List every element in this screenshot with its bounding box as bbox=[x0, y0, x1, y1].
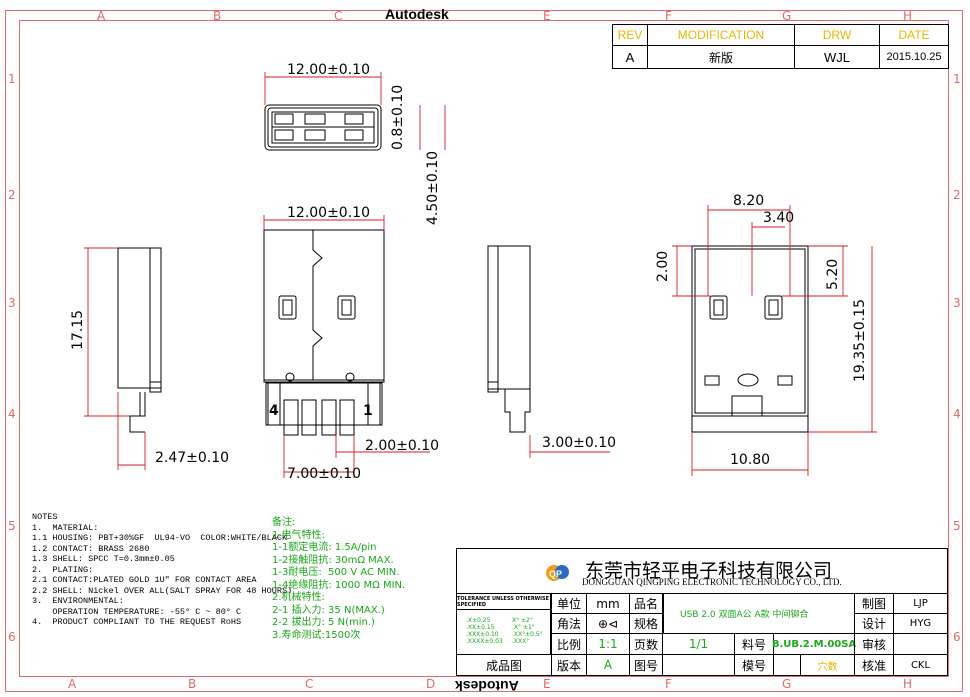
dim-pitch-a: 7.00±0.10 bbox=[287, 466, 362, 482]
spec-label: 规格 bbox=[629, 613, 663, 634]
zone-row-6-right: 6 bbox=[953, 630, 961, 644]
tolerance-angular: X° ±2° .X° ±1° .XX°±0.5° .XXX° bbox=[512, 617, 543, 645]
zone-col-c-bottom: C bbox=[305, 677, 314, 691]
zone-col-f: F bbox=[665, 9, 672, 23]
drawing-number-label: 图号 bbox=[629, 654, 663, 676]
zone-row-4: 4 bbox=[8, 407, 16, 421]
dim-rear-width: 10.80 bbox=[730, 452, 771, 468]
dim-top-h1: 0.8±0.10 bbox=[390, 84, 406, 150]
unit-label: 单位 bbox=[551, 593, 587, 614]
rear-view bbox=[691, 245, 809, 433]
version-label: 版本 bbox=[551, 654, 587, 676]
zone-col-f-bottom: F bbox=[665, 677, 672, 691]
header-label: Autodesk bbox=[385, 6, 449, 22]
design-label: 设计 bbox=[854, 613, 894, 634]
dim-820: 8.20 bbox=[733, 193, 765, 209]
dim-200: 2.00 bbox=[655, 250, 671, 282]
version-value: A bbox=[586, 654, 630, 676]
outer-frame bbox=[5, 10, 963, 692]
dim-front-width: 12.00±0.10 bbox=[287, 205, 370, 221]
zone-row-2-right: 2 bbox=[953, 188, 961, 202]
zone-col-d-bottom: D bbox=[426, 677, 436, 691]
pin-4-label: 4 bbox=[269, 403, 279, 419]
scale-label: 比例 bbox=[551, 633, 587, 655]
notes-english: NOTES 1. MATERIAL: 1.1 HOUSING: PBT+30%G… bbox=[32, 512, 293, 627]
part-number-label: 料号 bbox=[734, 633, 774, 655]
approve-value: CKL bbox=[893, 654, 948, 676]
review-label: 审核 bbox=[854, 633, 894, 655]
dim-top-width: 12.00±0.10 bbox=[287, 62, 370, 78]
zone-col-h: H bbox=[903, 9, 913, 23]
drafted-value: LJP bbox=[893, 593, 948, 614]
dim-top-h2: 4.50±0.10 bbox=[425, 150, 441, 225]
drafted-label: 制图 bbox=[854, 593, 894, 614]
page-label: 页数 bbox=[629, 633, 663, 655]
product-drawing-label: 成品图 bbox=[456, 654, 552, 676]
zone-col-a-bottom: A bbox=[68, 677, 77, 691]
company-name-cn: 东莞市轻平电子科技有限公司 bbox=[585, 560, 833, 582]
scale-value: 1:1 bbox=[586, 633, 630, 655]
zone-col-e-bottom: E bbox=[543, 677, 551, 691]
mold-label: 模号 bbox=[734, 654, 774, 676]
zone-row-5: 5 bbox=[8, 519, 16, 533]
top-view bbox=[264, 104, 382, 151]
dim-total-height: 19.35±0.15 bbox=[852, 299, 868, 382]
review-value bbox=[893, 633, 948, 655]
cavity-label: 穴数 bbox=[800, 654, 855, 676]
side-view-middle bbox=[487, 245, 531, 433]
zone-row-2: 2 bbox=[8, 188, 16, 202]
zone-row-1-right: 1 bbox=[953, 72, 961, 86]
side-view-left bbox=[117, 247, 162, 433]
inner-frame bbox=[19, 20, 949, 677]
zone-row-3-right: 3 bbox=[953, 296, 961, 310]
company-logo: QP bbox=[545, 560, 571, 582]
part-name-value: USB 2.0 双面A公 A款 中间铆合 bbox=[680, 610, 809, 620]
notes-chinese: 备注: 1.电气特性: 1-1额定电流: 1.5A/pin 1-2接触阻抗: 3… bbox=[272, 517, 406, 641]
zone-col-g: G bbox=[782, 9, 792, 23]
zone-col-e: E bbox=[543, 9, 551, 23]
dim-pitch-b: 2.00±0.10 bbox=[365, 438, 440, 454]
dim-side2-tab: 3.00±0.10 bbox=[542, 435, 617, 451]
zone-col-h-bottom: H bbox=[903, 677, 913, 691]
tolerance-linear: .X±0.25 .XX±0.15 .XXX±0.10 .XXXX±0.03 bbox=[466, 617, 503, 645]
dim-side-height: 17.15 bbox=[70, 309, 86, 350]
front-view bbox=[263, 229, 385, 436]
approve-label: 核准 bbox=[854, 654, 894, 676]
dimension-lines bbox=[84, 72, 877, 478]
zone-row-5-right: 5 bbox=[953, 519, 961, 533]
mold-value bbox=[773, 654, 801, 676]
page-value: 1/1 bbox=[662, 633, 735, 655]
dim-340: 3.40 bbox=[763, 210, 795, 226]
zone-row-1: 1 bbox=[8, 72, 16, 86]
tolerance-title: TOLERANCE UNLESS OTHERWISE SPECIFIED bbox=[456, 593, 551, 610]
unit-value: mm bbox=[586, 593, 630, 614]
zone-col-c: C bbox=[334, 9, 343, 23]
zone-row-3: 3 bbox=[8, 296, 16, 310]
dim-520: 5.20 bbox=[825, 258, 841, 290]
projection-icon: ⊕⊲ bbox=[586, 613, 630, 634]
svg-text:QP: QP bbox=[549, 569, 562, 579]
drawing-number-value bbox=[662, 654, 735, 676]
dim-side-tab: 2.47±0.10 bbox=[155, 450, 230, 466]
zone-col-a: A bbox=[97, 9, 106, 23]
date-value: 2015.10.25 bbox=[879, 45, 949, 69]
company-name-en: DONGGUAN QINGPING ELECTRONIC TECHNOLOGY … bbox=[582, 577, 842, 587]
zone-row-6: 6 bbox=[8, 630, 16, 644]
part-number-value: B.UB.2.M.00SA bbox=[772, 633, 856, 655]
zone-col-b-bottom: B bbox=[188, 677, 197, 691]
zone-col-g-bottom: G bbox=[782, 677, 792, 691]
zone-col-b: B bbox=[213, 9, 222, 23]
pin-1-label: 1 bbox=[363, 403, 373, 419]
angle-label: 角法 bbox=[551, 613, 587, 634]
design-value: HYG bbox=[893, 613, 948, 634]
zone-row-4-right: 4 bbox=[953, 407, 961, 421]
part-name-label: 品名 bbox=[629, 593, 663, 614]
